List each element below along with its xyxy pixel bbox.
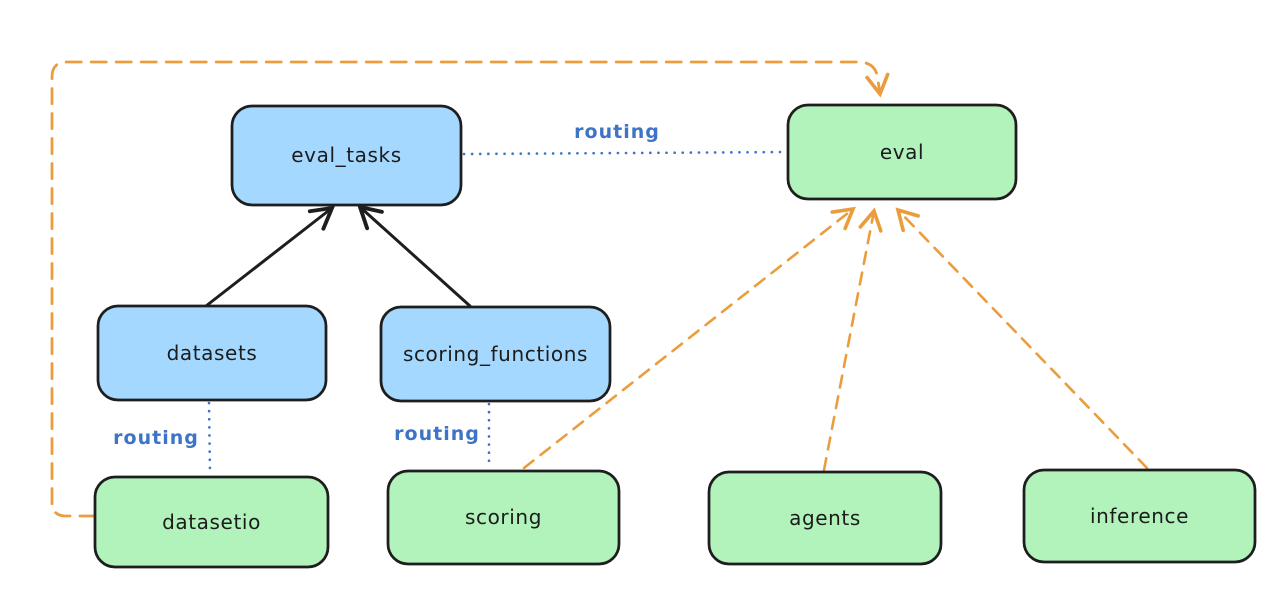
node-layer: eval_tasks eval datasets scoring_functio… bbox=[93, 103, 1257, 569]
node-agents: agents bbox=[707, 470, 943, 566]
node-scoring: scoring bbox=[386, 469, 621, 566]
node-eval-shape bbox=[786, 103, 1018, 201]
node-datasetio: datasetio bbox=[93, 475, 330, 569]
node-datasets-shape bbox=[96, 304, 328, 402]
node-inference-label: inference bbox=[1090, 504, 1189, 528]
node-scoring-functions-label: scoring_functions bbox=[403, 342, 588, 366]
node-eval-tasks-label: eval_tasks bbox=[291, 143, 401, 167]
node-inference-shape bbox=[1022, 468, 1257, 564]
edge-eval-tasks-to-eval-routing bbox=[462, 150, 788, 156]
node-datasetio-label: datasetio bbox=[162, 510, 261, 534]
node-agents-label: agents bbox=[789, 506, 861, 530]
node-scoring-label: scoring bbox=[465, 505, 542, 529]
routing-label-scoring-functions-scoring: routing bbox=[394, 423, 480, 445]
edge-scoring-to-eval bbox=[522, 206, 856, 470]
edge-datasetio-to-eval bbox=[50, 60, 890, 518]
node-datasetio-shape bbox=[93, 475, 330, 569]
edge-agents-to-eval bbox=[822, 207, 883, 472]
edge-datasets-to-eval-tasks bbox=[204, 205, 336, 308]
edge-inference-to-eval bbox=[895, 207, 1149, 470]
edge-scoring-functions-to-eval-tasks bbox=[357, 204, 472, 308]
routing-label-eval-tasks-eval: routing bbox=[574, 121, 660, 143]
node-scoring-functions-shape bbox=[379, 305, 612, 403]
node-eval-tasks: eval_tasks bbox=[230, 104, 463, 207]
routing-label-datasets-datasetio: routing bbox=[113, 427, 199, 449]
node-datasets-label: datasets bbox=[167, 341, 258, 365]
node-eval: eval bbox=[786, 103, 1018, 201]
node-datasets: datasets bbox=[96, 304, 328, 402]
edge-datasets-to-datasetio-routing bbox=[207, 401, 212, 476]
node-scoring-functions: scoring_functions bbox=[379, 305, 612, 403]
edge-label-layer: routing routing routing bbox=[113, 121, 660, 449]
node-inference: inference bbox=[1022, 468, 1257, 564]
node-scoring-shape bbox=[386, 469, 621, 566]
node-agents-shape bbox=[707, 470, 943, 566]
node-eval-label: eval bbox=[880, 140, 924, 164]
edge-layer bbox=[50, 60, 1149, 518]
node-eval-tasks-shape bbox=[230, 104, 463, 207]
